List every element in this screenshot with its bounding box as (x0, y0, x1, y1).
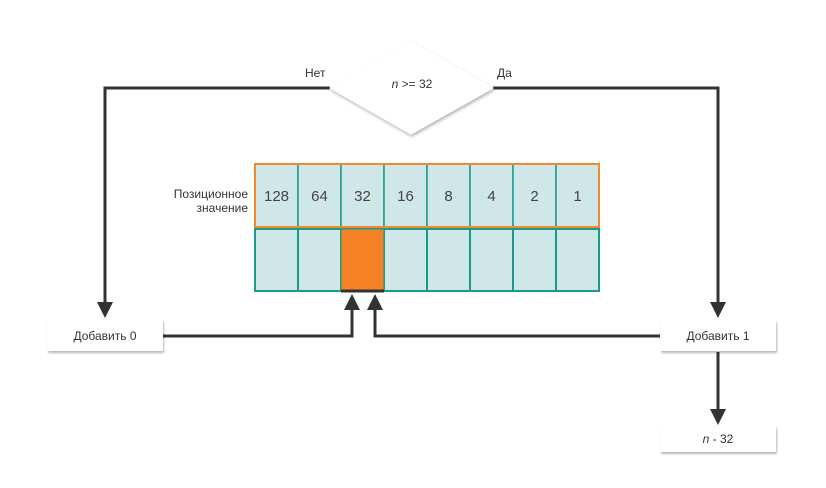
add-zero-label: Добавить 0 (73, 328, 137, 343)
subtract-box: n - 32 (660, 426, 776, 452)
place-value-label: 128 (263, 187, 290, 205)
bit-cell (512, 228, 557, 292)
bit-cell (426, 228, 471, 292)
bit-cell (555, 228, 600, 292)
place-value-cell (340, 163, 385, 228)
arrow-down-icon (710, 409, 726, 425)
add-one-connector (373, 302, 660, 338)
place-value-cell (469, 163, 514, 228)
bit-cell (297, 228, 342, 292)
add-zero-connector (163, 302, 354, 338)
bit-cell (383, 228, 428, 292)
decision-diamond (328, 41, 495, 135)
place-value-label: 4 (487, 187, 496, 205)
bit-cell (254, 228, 299, 292)
condition-variable: n (391, 77, 399, 91)
add-one-box: Добавить 1 (660, 320, 776, 351)
place-value-label: 8 (444, 187, 453, 205)
place-value-label: 2 (530, 187, 539, 205)
place-value-label: 64 (311, 187, 328, 205)
subtract-operator: - 32 (709, 432, 734, 446)
row-label: Позиционное значение (145, 187, 248, 215)
subtract-variable: n (702, 432, 710, 446)
branch-no-label: Нет (305, 66, 326, 80)
arrowheads (97, 294, 726, 425)
no-branch-line (103, 86, 330, 305)
arrow-down-icon (710, 302, 726, 318)
place-value-label: 32 (354, 187, 371, 205)
header-row-border (254, 163, 600, 228)
condition-operator: >= 32 (398, 77, 433, 91)
place-value-label: 16 (397, 187, 414, 205)
row-label-line1: Позиционное (173, 187, 248, 201)
add-zero-box: Добавить 0 (47, 320, 163, 351)
highlight-fill (341, 229, 384, 291)
row-label-line2: значение (196, 201, 248, 215)
connectors (103, 86, 720, 412)
bit-cell (469, 228, 514, 292)
add-one-label: Добавить 1 (686, 328, 750, 343)
place-value-label: 1 (573, 187, 582, 205)
place-value-cell (555, 163, 600, 228)
arrow-up-icon (367, 294, 383, 310)
arrow-up-icon (344, 294, 360, 310)
place-value-table (254, 163, 600, 293)
arrow-down-icon (97, 302, 113, 318)
yes-branch-line (493, 86, 720, 305)
branch-yes-label: Да (497, 66, 512, 80)
condition-label: n >= 32 (372, 77, 452, 91)
